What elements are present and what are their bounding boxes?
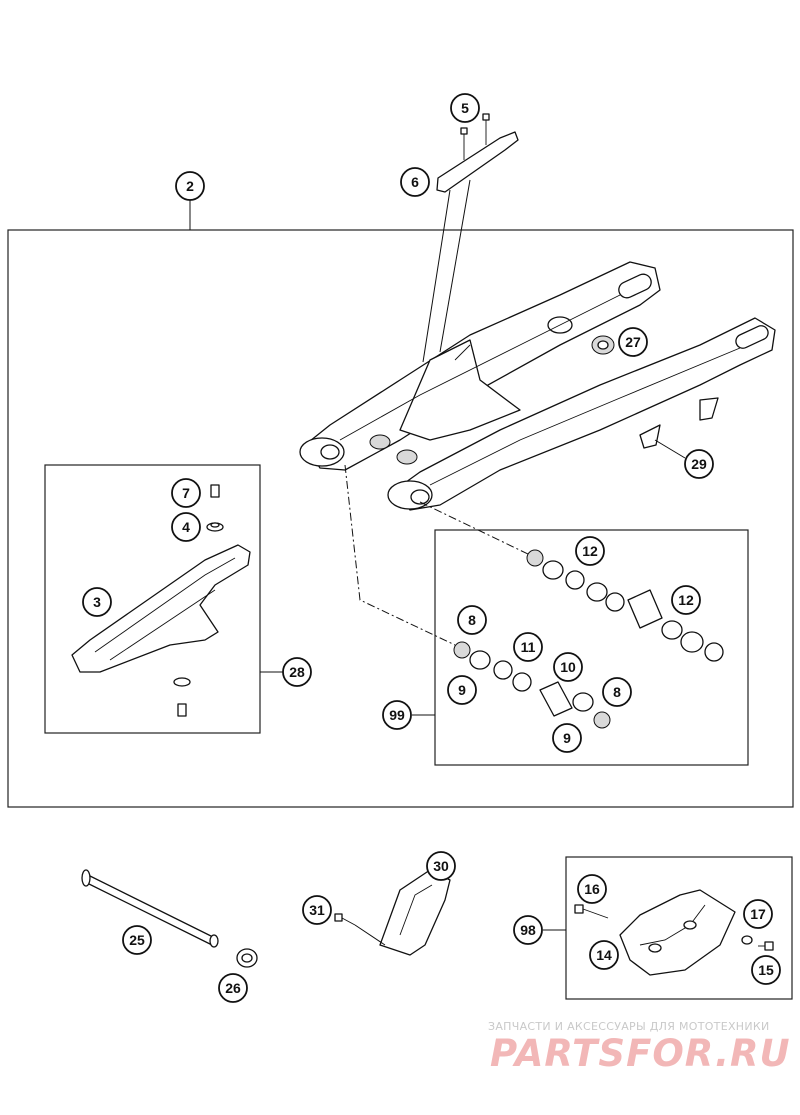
svg-text:98: 98 <box>520 922 536 938</box>
svg-text:28: 28 <box>289 664 305 680</box>
chain-guide-kit-frame <box>565 856 793 1000</box>
callout-26: 26 <box>218 973 248 1003</box>
callout-15: 15 <box>751 955 781 985</box>
callout-17: 17 <box>743 899 773 929</box>
svg-text:5: 5 <box>461 100 469 116</box>
svg-text:14: 14 <box>596 947 612 963</box>
callout-27: 27 <box>618 327 648 357</box>
callout-6: 6 <box>400 167 430 197</box>
swingarm-axle <box>81 869 219 948</box>
callout-7: 7 <box>171 478 201 508</box>
callout-2: 2 <box>175 171 205 201</box>
callout-28: 28 <box>282 657 312 687</box>
nut-15 <box>758 941 774 951</box>
callout-3: 3 <box>82 587 112 617</box>
svg-text:10: 10 <box>560 659 576 675</box>
callout-25: 25 <box>122 925 152 955</box>
svg-text:8: 8 <box>468 612 476 628</box>
bolts-5 <box>460 113 490 160</box>
chain-guide-bolt <box>574 904 609 919</box>
svg-text:3: 3 <box>93 594 101 610</box>
svg-text:6: 6 <box>411 174 419 190</box>
svg-text:25: 25 <box>129 932 145 948</box>
svg-text:17: 17 <box>750 906 766 922</box>
washer <box>741 935 753 945</box>
callout-30: 30 <box>426 851 456 881</box>
callout-31: 31 <box>302 895 332 925</box>
bracket-screw <box>334 913 386 946</box>
callout-12a: 12 <box>575 536 605 566</box>
bearing-parts <box>453 549 724 729</box>
callout-8b: 8 <box>602 677 632 707</box>
svg-text:15: 15 <box>758 962 774 978</box>
svg-text:7: 7 <box>182 485 190 501</box>
callout-99: 99 <box>382 700 412 730</box>
svg-text:99: 99 <box>389 707 405 723</box>
svg-text:11: 11 <box>521 639 536 655</box>
svg-text:31: 31 <box>309 902 325 918</box>
callout-9a: 9 <box>447 675 477 705</box>
bearing-kit-frame <box>434 529 749 766</box>
svg-text:4: 4 <box>182 519 190 535</box>
chain-slider-upper <box>436 131 519 193</box>
callout-9b: 9 <box>552 723 582 753</box>
svg-text:9: 9 <box>458 682 466 698</box>
chain-slider <box>71 484 251 717</box>
callout-29: 29 <box>684 449 714 479</box>
callout-98: 98 <box>513 915 543 945</box>
callout-16: 16 <box>577 874 607 904</box>
chain-guide <box>619 889 736 976</box>
swingarm-assembly-frame <box>7 229 794 808</box>
svg-text:12: 12 <box>582 543 598 559</box>
svg-text:12: 12 <box>678 592 694 608</box>
callout-11: 11 <box>513 632 543 662</box>
svg-text:16: 16 <box>584 881 600 897</box>
callout-12b: 12 <box>671 585 701 615</box>
axle-nut <box>236 948 258 968</box>
watermark-tagline: ЗАПЧАСТИ И АКСЕССУАРЫ ДЛЯ МОТОТЕХНИКИ <box>488 1020 770 1033</box>
chain-slider-frame <box>44 464 261 734</box>
svg-text:29: 29 <box>691 456 707 472</box>
chain-guide-bracket <box>379 869 451 956</box>
watermark-brand: PARTSFOR.RU <box>490 1032 791 1075</box>
callout-8a: 8 <box>457 605 487 635</box>
svg-text:9: 9 <box>563 730 571 746</box>
callout-5: 5 <box>450 93 480 123</box>
svg-text:27: 27 <box>625 334 641 350</box>
svg-text:26: 26 <box>225 980 241 996</box>
callout-14: 14 <box>589 940 619 970</box>
callout-4: 4 <box>171 512 201 542</box>
callout-10: 10 <box>553 652 583 682</box>
svg-text:2: 2 <box>186 178 194 194</box>
svg-text:8: 8 <box>613 684 621 700</box>
swingarm <box>299 261 776 511</box>
svg-text:30: 30 <box>433 858 449 874</box>
